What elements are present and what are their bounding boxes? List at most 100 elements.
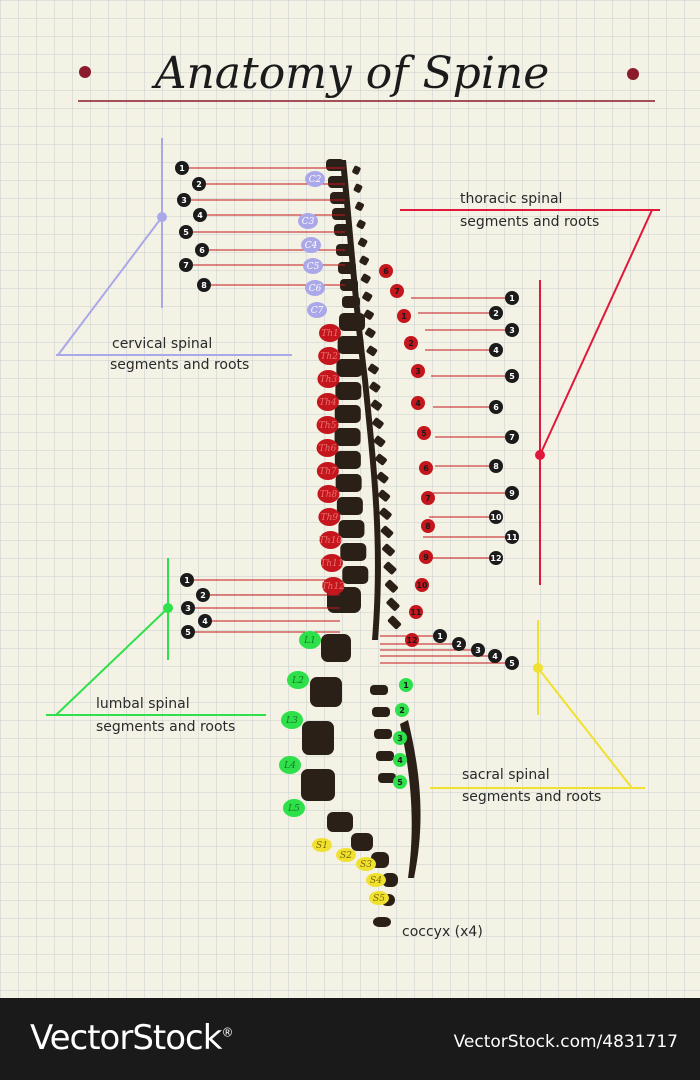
nerve-number: 8 [493,462,499,471]
nerve-number: 5 [185,628,191,637]
nerve-number: 2 [408,339,414,348]
footer-bar: VectorStock® VectorStock.com/4831717 [0,998,700,1080]
sacral-root-3: 3 [393,731,407,745]
vertebra-label: Th7 [319,467,337,477]
nerve-number: 2 [493,309,499,318]
thoracic-outer-nerve-2: 2 [489,306,503,320]
nerve-number: 5 [509,659,515,668]
vertebral-body [340,543,367,561]
vertebra-badge [366,873,386,887]
vertebra-Th3: Th3 [317,370,340,388]
nerve-dot [196,588,210,602]
nerve-dot [195,243,209,257]
thoracic-inner-nerve-9: 7 [421,491,435,505]
nerve-number: 5 [183,228,189,237]
nerve-number: 6 [199,246,205,255]
vertebra-label: C2 [309,175,322,185]
lumbal-bracket [46,558,266,716]
vertebra-Th12: Th12 [322,577,346,595]
nerve-dot [415,578,429,592]
nerve-numbers: 1234567867123456789101112123456789101112… [175,161,519,789]
posterior-processes [352,165,402,783]
vertebra-C5: C5 [303,258,323,274]
vertebra-badge [312,838,332,852]
vertebral-body [342,566,369,584]
nerve-number: 3 [415,367,421,376]
nerve-number: 8 [201,281,207,290]
thoracic-inner-nerve-4: 2 [404,336,418,350]
nerve-dot [390,284,404,298]
spinous-process [355,201,364,211]
vertebra-Th6: Th6 [316,439,339,457]
vertebra-label: S3 [360,860,372,870]
vertebra-badge [336,848,356,862]
title-right-dot [627,68,639,80]
vertebral-body [342,296,360,308]
nerve-dot [421,491,435,505]
vertebra-label: Th9 [321,513,339,523]
nerve-dot [411,364,425,378]
nerve-dot [433,629,447,643]
spinous-process [360,273,371,284]
nerve-number: 1 [184,576,190,585]
nerve-number: 7 [183,261,189,270]
nerve-number: 2 [399,706,405,715]
sacral-root-5: 5 [393,775,407,789]
vertebral-body [336,497,363,515]
nerve-number: 10 [416,581,428,590]
vertebra-label: Th12 [322,582,346,592]
sacral-segment [382,873,398,887]
vertebra-label: L1 [303,636,316,646]
vertebra-badge [318,347,341,365]
nerve-number: 11 [410,608,422,617]
vertebra-label: Th3 [320,375,338,385]
thoracic-inner-nerve-14: 12 [405,633,419,647]
thoracic-bracket [400,209,660,585]
thoracic-outer-nerve-8: 8 [489,459,503,473]
nerve-dot [452,637,466,651]
vertebra-C7: C7 [307,302,327,318]
vertebra-S3: S3 [356,857,376,871]
spinous-process [374,729,392,739]
vertebral-body [338,520,365,538]
vertebra-label: S5 [373,894,385,904]
spinous-process [387,615,402,630]
nerve-number: 1 [179,164,185,173]
vertebra-label: Th11 [320,559,343,569]
cervical-label-line1: cervical spinal [112,336,212,352]
nerve-dot [181,601,195,615]
nerve-number: 3 [185,604,191,613]
nerve-number: 12 [490,554,501,563]
nerve-dot [417,426,431,440]
nerve-number: 3 [509,326,515,335]
vertebra-badge [299,631,321,649]
nerve-dot [193,208,207,222]
sacral-bracket [430,620,645,789]
nerve-dot [411,396,425,410]
vertebra-Th10: Th10 [319,531,343,549]
vertebra-label: Th1 [321,329,339,339]
brand-text: VectorStock [30,1018,222,1058]
vertebra-C6: C6 [305,280,325,296]
spinous-process [366,345,378,357]
thoracic-outer-nerve-12: 12 [489,551,503,565]
vertebra-label: L5 [287,804,300,814]
spinous-process [356,219,366,230]
nerve-dot [489,510,503,524]
lumbar-nerve-3: 3 [181,601,195,615]
nerve-number: 4 [397,756,403,765]
nerve-number: 6 [383,267,389,276]
thoracic-outer-nerve-11: 11 [505,530,519,544]
nerve-dot [505,486,519,500]
thoracic-inner-nerve-2: 7 [390,284,404,298]
vertebra-S2: S2 [336,848,356,862]
vertebra-label: Th8 [320,490,338,500]
sacral-segment [351,833,373,851]
thoracic-outer-nerve-6: 6 [489,400,503,414]
vectorstock-logo: VectorStock® [30,1018,233,1058]
vertebral-body [326,159,344,171]
vertebra-label: Th10 [319,536,343,546]
nerve-dot [489,400,503,414]
spinous-process [367,363,379,375]
